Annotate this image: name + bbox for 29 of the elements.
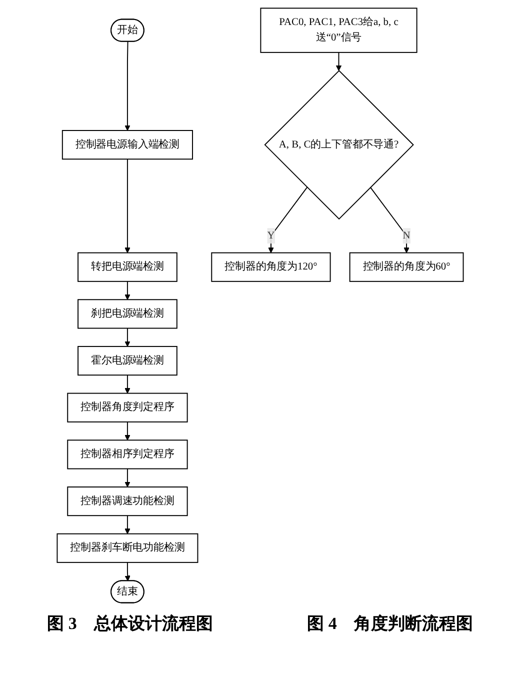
node-box bbox=[66, 392, 188, 422]
arrow bbox=[124, 158, 130, 253]
arrow bbox=[124, 468, 130, 487]
arrow bbox=[124, 561, 130, 581]
node-box bbox=[77, 298, 178, 328]
arrow bbox=[336, 51, 342, 70]
node-box bbox=[210, 252, 331, 282]
figure-caption: 图 4 角度判断流程图 bbox=[307, 613, 473, 635]
edge-label: N bbox=[402, 230, 410, 241]
arrow bbox=[370, 186, 410, 253]
node-box bbox=[349, 252, 464, 282]
edge-label: Y bbox=[266, 230, 274, 241]
node-box bbox=[66, 486, 188, 516]
arrow bbox=[124, 280, 130, 300]
arrow bbox=[124, 514, 130, 534]
node-box bbox=[260, 7, 418, 52]
arrow bbox=[268, 186, 308, 253]
node-box bbox=[56, 532, 198, 562]
node-box bbox=[66, 439, 188, 469]
node-box bbox=[62, 130, 193, 160]
node-diamond bbox=[264, 69, 414, 220]
node-box bbox=[77, 252, 178, 282]
flowchart: Y N 开始 控制器电源输入端检测 转把电源端检测 刹把电源端检测 霍尔电源端检测 控制器角度判定程序 控制器相序判定程序 控制器调速功能检测 控制器刹车断电功能检测 结束 PAC0, PAC1, PAC3给a, b, c送“0”信号 A, B, C的上下管都不导通? 控制器的角度为120° 控制器的角度为60° bbox=[52, 2, 468, 608]
arrow bbox=[124, 40, 130, 130]
arrow bbox=[124, 374, 130, 394]
figure-caption: 图 3 总体设计流程图 bbox=[47, 613, 213, 635]
arrow bbox=[124, 327, 130, 346]
node-box bbox=[77, 346, 178, 376]
arrow bbox=[124, 420, 130, 440]
